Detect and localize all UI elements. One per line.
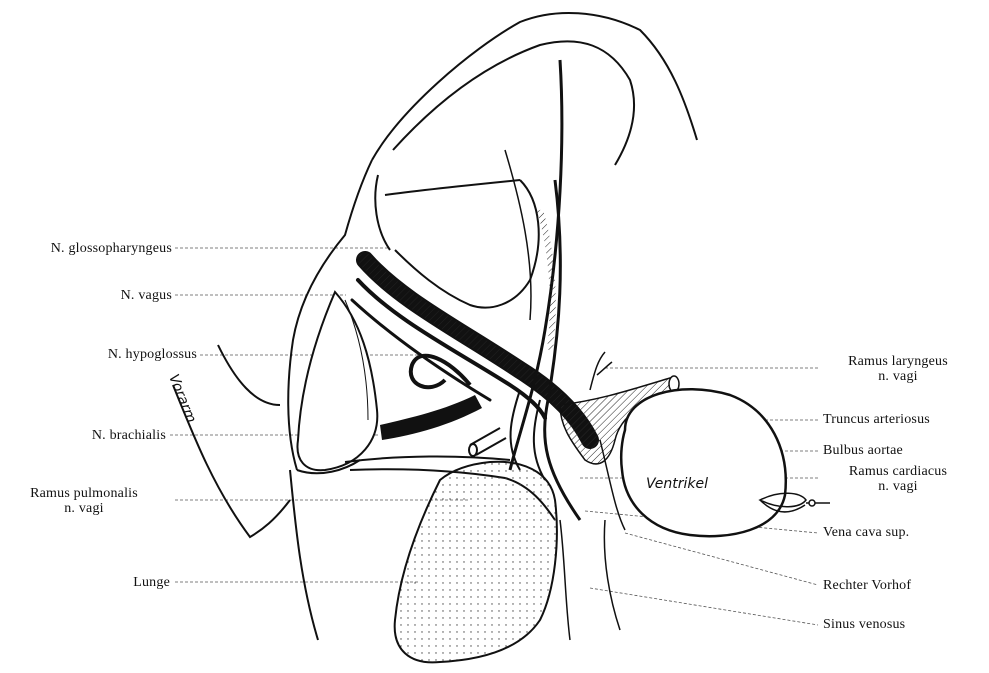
label-hypoglossus: N. hypoglossus xyxy=(0,347,197,362)
lung xyxy=(395,462,557,663)
gill-plate xyxy=(297,292,377,470)
cut-vessel xyxy=(469,428,506,456)
label-lunge: Lunge xyxy=(0,575,170,590)
label-brachialis: N. brachialis xyxy=(0,428,166,443)
brachialis-nerve xyxy=(380,395,482,440)
label-vagus: N. vagus xyxy=(0,288,172,303)
label-truncus-arteriosus: Truncus arteriosus xyxy=(823,412,930,427)
label-glossopharyngeus: N. glossopharyngeus xyxy=(0,241,172,256)
label-ventrikel: Ventrikel xyxy=(646,476,708,492)
label-ramus-cardiacus: Ramus cardiacus n. vagi xyxy=(823,464,973,494)
label-vena-cava: Vena cava sup. xyxy=(823,525,909,540)
forearm xyxy=(173,345,290,537)
label-sinus-venosus: Sinus venosus xyxy=(823,617,905,632)
vessels xyxy=(505,60,580,520)
label-bulbus-aortae: Bulbus aortae xyxy=(823,443,903,458)
ventricle xyxy=(621,389,786,536)
laryngeal-branch xyxy=(590,352,612,390)
label-ramus-pulmonalis: Ramus pulmonalis n. vagi xyxy=(0,486,168,516)
label-rechter-vorhof: Rechter Vorhof xyxy=(823,578,911,593)
sinus-venosus xyxy=(560,520,620,640)
label-ramus-laryngeus: Ramus laryngeus n. vagi xyxy=(823,354,973,384)
